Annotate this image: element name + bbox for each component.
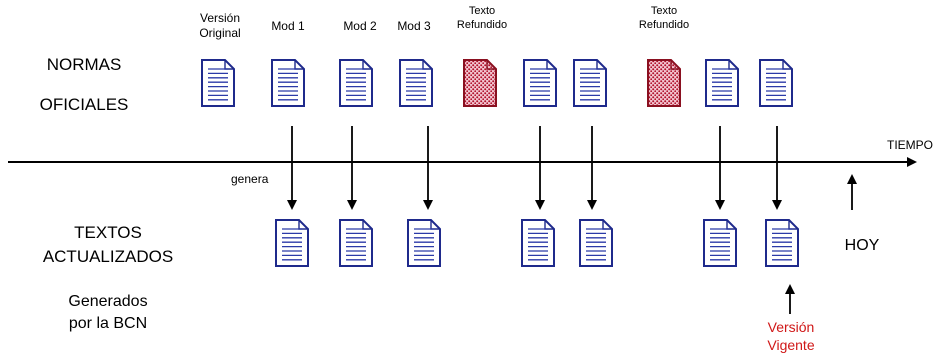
document-icon <box>201 59 235 107</box>
refundido-document-icon <box>463 59 497 107</box>
top-documents <box>201 59 793 107</box>
document-icon <box>703 219 737 267</box>
document-icon <box>759 59 793 107</box>
document-icon <box>579 219 613 267</box>
label-mod-1: Mod 1 <box>271 19 305 33</box>
label-mod-2: Mod 2 <box>343 19 377 33</box>
document-icon <box>521 219 555 267</box>
document-icon <box>339 219 373 267</box>
generation-arrows <box>287 126 782 210</box>
label-tiempo: TIEMPO <box>887 138 933 152</box>
document-icon <box>573 59 607 107</box>
document-icon <box>765 219 799 267</box>
bottom-documents <box>275 219 799 267</box>
document-icon <box>339 59 373 107</box>
document-icon <box>399 59 433 107</box>
label-mod-3: Mod 3 <box>397 19 431 33</box>
document-icon <box>275 219 309 267</box>
document-icon <box>407 219 441 267</box>
label-genera: genera <box>231 172 269 186</box>
refundido-document-icon <box>647 59 681 107</box>
document-icon <box>705 59 739 107</box>
document-icon <box>523 59 557 107</box>
document-icon <box>271 59 305 107</box>
label-hoy: HOY <box>845 237 880 254</box>
